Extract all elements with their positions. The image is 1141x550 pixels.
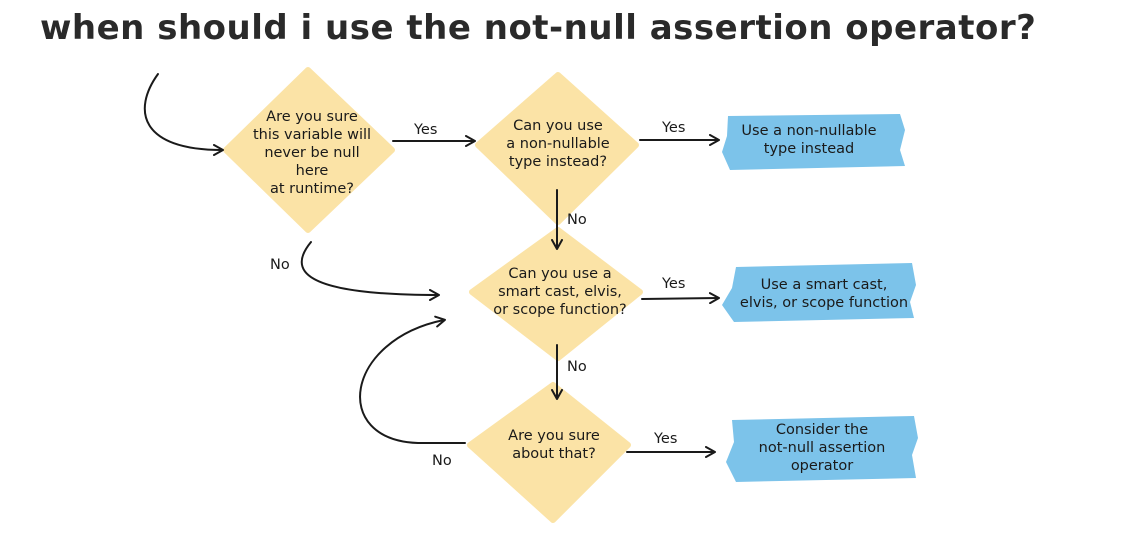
edge-label-q4-no: No xyxy=(432,453,452,469)
edge-label-q3-no: No xyxy=(567,359,587,375)
decision-shape-q4 xyxy=(467,382,631,523)
diagram-title: when should i use the not-null assertion… xyxy=(40,8,1037,48)
edge-label-q3-yes: Yes xyxy=(662,276,686,292)
arrow-q4-no xyxy=(359,315,466,444)
outcome-shape-o1 xyxy=(722,114,905,170)
arrow-q3-yes xyxy=(641,292,720,305)
outcome-text-o1: Use a non-nullable type instead xyxy=(741,123,877,157)
edge-label-q1-no: No xyxy=(270,257,290,273)
decision-text-q3: Can you use a smart cast, elvis, or scop… xyxy=(493,266,627,318)
arrow-q1-no xyxy=(300,241,440,301)
decision-shape-q1 xyxy=(223,67,395,233)
edge-label-q2-no: No xyxy=(567,212,587,228)
outcome-text-o2: Use a smart cast, elvis, or scope functi… xyxy=(739,277,909,311)
decision-text-q4: Are you sure about that? xyxy=(508,428,600,462)
outcome-shape-o2 xyxy=(722,263,916,322)
decision-text-q2: Can you use a non-nullable type instead? xyxy=(506,118,610,170)
edge-label-q1-yes: Yes xyxy=(414,122,438,138)
edge-label-q4-yes: Yes xyxy=(654,431,678,447)
edge-label-q2-yes: Yes xyxy=(662,120,686,136)
arrow-entry xyxy=(143,73,224,156)
decision-text-q1: Are you sure this variable will never be… xyxy=(252,109,372,197)
outcome-shape-o3 xyxy=(726,416,918,482)
outcome-text-o3: Consider the not-null assertion operator xyxy=(758,422,886,474)
